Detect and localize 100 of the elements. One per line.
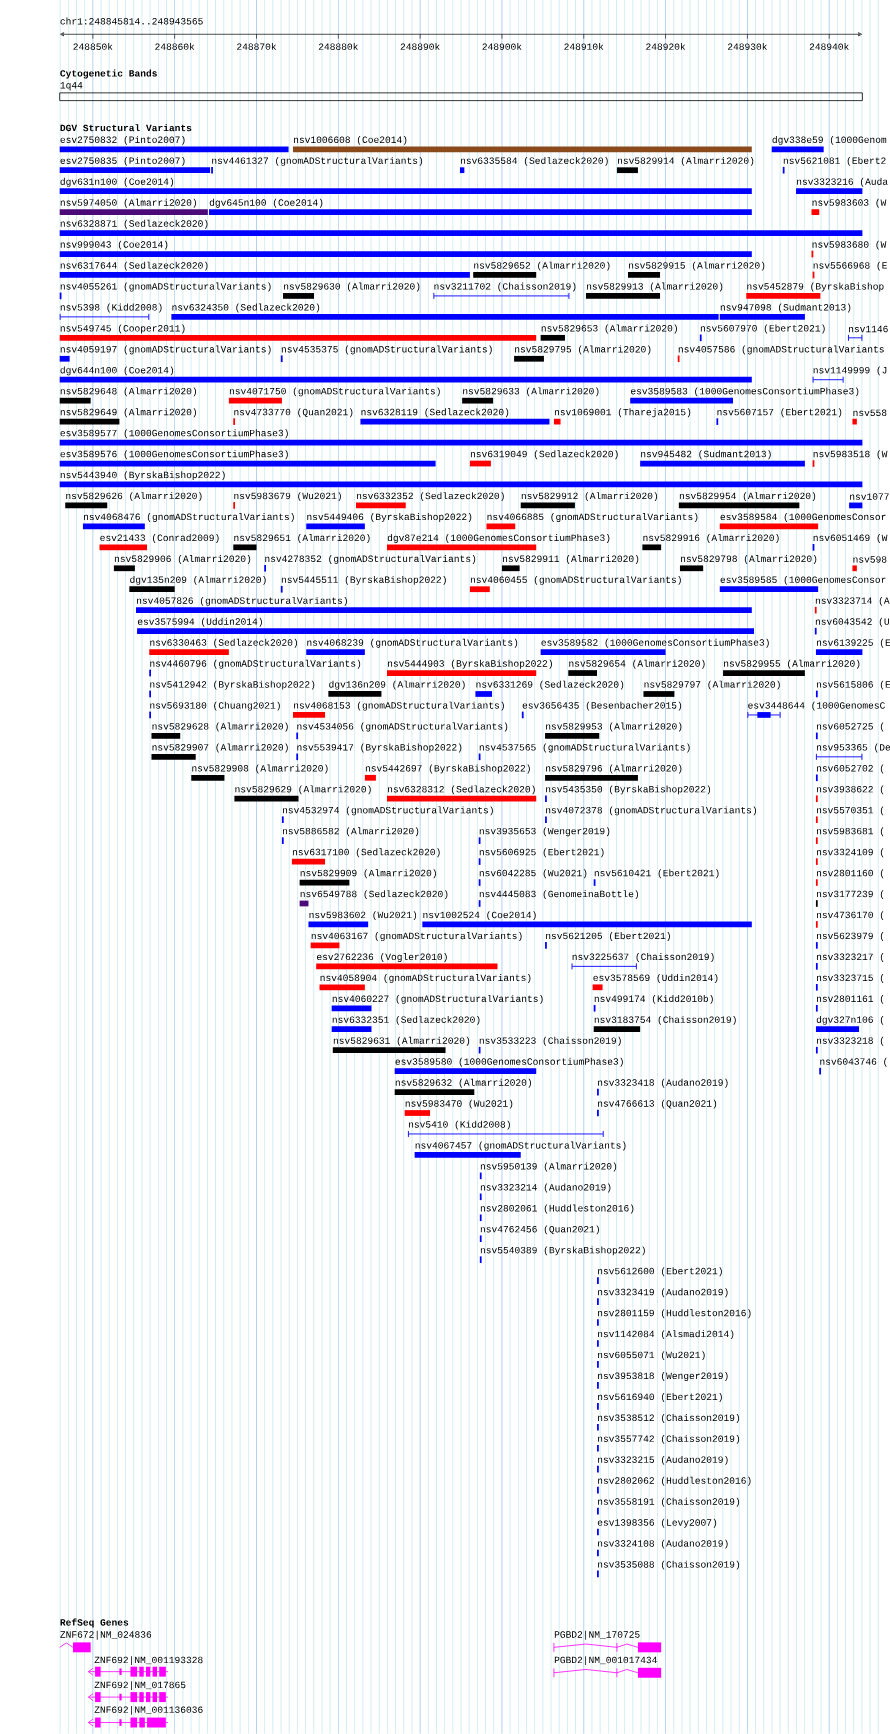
feature-label: dgv135n209 (Almarri2020) bbox=[130, 575, 266, 585]
feature-label: esv1398356 (Levy2007) bbox=[597, 1518, 717, 1528]
feature-label: nsv5983603 (W bbox=[812, 198, 887, 208]
feature-label: dgv644n100 (Coe2014) bbox=[60, 366, 174, 376]
feature-label: 248910k bbox=[564, 42, 604, 50]
feature-label: nsv4060455 (gnomADStructuralVariants) bbox=[470, 575, 681, 585]
feature-label: nsv4055261 (gnomADStructuralVariants) bbox=[60, 282, 271, 292]
feature-label: esv3656435 (Besenbacher2015) bbox=[522, 701, 682, 711]
feature-label: nsv4537565 (gnomADStructuralVariants) bbox=[479, 743, 690, 753]
feature-label: nsv5829652 (Almarri2020) bbox=[474, 261, 610, 271]
feature-label: nsv5829911 (Almarri2020) bbox=[502, 555, 639, 564]
feature-label: nsv5974050 (Almarri2020) bbox=[60, 198, 196, 208]
feature-label: nsv4068153 (gnomADStructuralVariants) bbox=[294, 701, 504, 711]
feature-label: nsv5983470 (Wu2021) bbox=[405, 1099, 513, 1109]
feature-label: nsv4532974 (gnomADStructuralVariants) bbox=[282, 806, 493, 816]
feature-label: nsv6328119 (Sedlazeck2020) bbox=[361, 408, 509, 418]
feature-label: nsv5621205 (Ebert2021) bbox=[546, 932, 670, 941]
feature-label: nsv6331269 (Sedlazeck2020) bbox=[476, 680, 624, 690]
feature-label: nsv1149999 (J bbox=[813, 366, 887, 376]
feature-label: nsv4057586 (gnomADStructuralVariants bbox=[678, 345, 884, 355]
feature-label: nsv6332352 (Sedlazeck2020) bbox=[357, 492, 504, 502]
feature-label: nsv3211702 (Chaisson2019) bbox=[434, 282, 576, 292]
feature-label: nsv5829628 (Almarri2020) bbox=[152, 722, 288, 732]
feature-label: nsv6043542 (U bbox=[815, 617, 889, 627]
feature-label: nsv3323217 ( bbox=[816, 953, 884, 962]
feature-label: nsv3538512 (Chaisson2019) bbox=[598, 1414, 740, 1423]
feature-label: nsv4733770 (Quan2021) bbox=[234, 408, 353, 418]
feature-label: nsv4762456 (Quan2021) bbox=[480, 1225, 599, 1235]
feature-label: nsv5612600 (Ebert2021) bbox=[598, 1267, 722, 1277]
track-heading: DGV Structural Variants bbox=[60, 124, 192, 132]
feature-label: chr1:248845814..248943565 bbox=[60, 17, 203, 25]
feature-label: nsv5452879 (ByrskaBishop bbox=[747, 282, 884, 292]
feature-label: nsv4461327 (gnomADStructuralVariants) bbox=[212, 156, 423, 166]
feature-label: nsv598 bbox=[853, 556, 887, 563]
feature-label: nsv1077 bbox=[850, 493, 889, 500]
feature-label: nsv6328312 (Sedlazeck2020) bbox=[388, 785, 535, 795]
feature-label: nsv5412942 (ByrskaBishop2022) bbox=[150, 680, 315, 690]
feature-label: nsv5829626 (Almarri2020) bbox=[66, 492, 202, 502]
feature-label: ZNF692|NM_001136036 bbox=[94, 1705, 203, 1715]
feature-label: 248940k bbox=[809, 42, 849, 50]
feature-label: nsv4058904 (gnomADStructuralVariants) bbox=[320, 974, 531, 983]
feature-label: nsv6052702 ( bbox=[816, 764, 884, 774]
feature-label: nsv6319049 (Sedlazeck2020) bbox=[470, 450, 618, 460]
feature-label: ZNF672|NM_024836 bbox=[60, 1630, 152, 1640]
feature-label: nsv5623979 ( bbox=[816, 932, 884, 941]
feature-label: nsv5829912 (Almarri2020) bbox=[521, 492, 658, 502]
feature-label: nsv3225637 (Chaisson2019) bbox=[572, 953, 714, 962]
feature-label: nsv4068476 (gnomADStructuralVariants) bbox=[83, 513, 294, 522]
feature-label: nsv5607157 (Ebert2021) bbox=[717, 408, 842, 418]
feature-label: esv3589583 (1000GenomesConsortiumPhase3) bbox=[631, 387, 859, 397]
track-heading: RefSeq Genes bbox=[60, 1618, 129, 1628]
feature-label: esv3589580 (1000GenomesConsortiumPhase3) bbox=[395, 1057, 623, 1067]
feature-label: nsv6328871 (Sedlazeck2020) bbox=[60, 219, 208, 229]
feature-label: dgv338e59 (1000Genom bbox=[772, 135, 887, 145]
feature-label: nsv3324108 (Audano2019) bbox=[598, 1539, 728, 1549]
feature-label: nsv6043746 ( bbox=[820, 1057, 887, 1067]
feature-label: nsv3323216 (Auda bbox=[797, 177, 888, 187]
feature-label: nsv6051469 (W bbox=[813, 534, 888, 543]
feature-label: nsv3557742 (Chaisson2019) bbox=[598, 1434, 740, 1444]
feature-label: ZNF692|NM_001193328 bbox=[94, 1656, 203, 1666]
feature-label: esv3589577 (1000GenomesConsortiumPhase3) bbox=[60, 429, 288, 439]
feature-label: nsv5983679 (Wu2021) bbox=[234, 492, 341, 502]
feature-label: 248900k bbox=[482, 42, 522, 50]
feature-label: nsv5616940 (Ebert2021) bbox=[598, 1393, 722, 1402]
feature-label: nsv953365 (De bbox=[816, 743, 890, 753]
feature-label: nsv6055071 (Wu2021) bbox=[598, 1351, 705, 1361]
feature-label: nsv2801161 ( bbox=[816, 994, 884, 1004]
feature-label: nsv4072378 (gnomADStructuralVariants) bbox=[546, 806, 756, 816]
feature-label: nsv4445083 (GenomeinaBottle) bbox=[479, 890, 638, 900]
feature-label: nsv6330463 (Sedlazeck2020) bbox=[150, 638, 298, 648]
feature-label: esv2750835 (Pinto2007) bbox=[60, 156, 185, 166]
feature-label: nsv2801160 ( bbox=[816, 869, 884, 879]
feature-label: nsv5829795 (Almarri2020) bbox=[515, 345, 651, 355]
feature-label: esv21433 (Conrad2009) bbox=[100, 534, 219, 543]
feature-label: nsv3323418 (Audano2019) bbox=[598, 1078, 728, 1088]
feature-label: nsv3558191 (Chaisson2019) bbox=[598, 1497, 740, 1507]
feature-label: nsv999043 (Coe2014) bbox=[60, 240, 168, 250]
feature-label: nsv4736170 ( bbox=[816, 911, 884, 921]
feature-label: nsv6324350 (Sedlazeck2020) bbox=[172, 303, 320, 313]
feature-label: nsv3938622 ( bbox=[816, 785, 884, 795]
feature-label: nsv5829653 (Almarri2020) bbox=[541, 324, 677, 334]
feature-label: esv3589584 (1000GenomesConsor bbox=[720, 513, 886, 522]
feature-label: 248930k bbox=[727, 42, 767, 50]
feature-label: nsv3323214 (Audano2019) bbox=[480, 1183, 611, 1193]
feature-label: nsv5829909 (Almarri2020) bbox=[300, 869, 436, 879]
feature-label: nsv5829633 (Almarri2020) bbox=[463, 387, 599, 397]
feature-label: nsv6332351 (Sedlazeck2020) bbox=[332, 1015, 480, 1025]
feature-label: nsv499174 (Kidd2010b) bbox=[594, 994, 713, 1004]
feature-label: 248890k bbox=[400, 42, 440, 50]
feature-label: nsv5829632 (Almarri2020) bbox=[395, 1078, 531, 1088]
feature-label: nsv3533223 (Chaisson2019) bbox=[479, 1036, 621, 1046]
feature-label: nsv5829915 (Almarri2020) bbox=[629, 261, 765, 271]
feature-label: dgv87e214 (1000GenomesConsortiumPhase3) bbox=[387, 534, 610, 543]
track-heading: Cytogenetic Bands bbox=[60, 69, 157, 79]
feature-label: nsv5445511 (ByrskaBishop2022) bbox=[281, 575, 446, 585]
feature-label: esv3589585 (1000GenomesConsor bbox=[720, 575, 886, 585]
feature-label: nsv5443940 (ByrskaBishop2022) bbox=[60, 471, 225, 481]
feature-label: nsv5829649 (Almarri2020) bbox=[60, 408, 196, 418]
feature-label: nsv558 bbox=[853, 409, 887, 416]
feature-label: nsv5449406 (ByrskaBishop2022) bbox=[307, 513, 472, 522]
